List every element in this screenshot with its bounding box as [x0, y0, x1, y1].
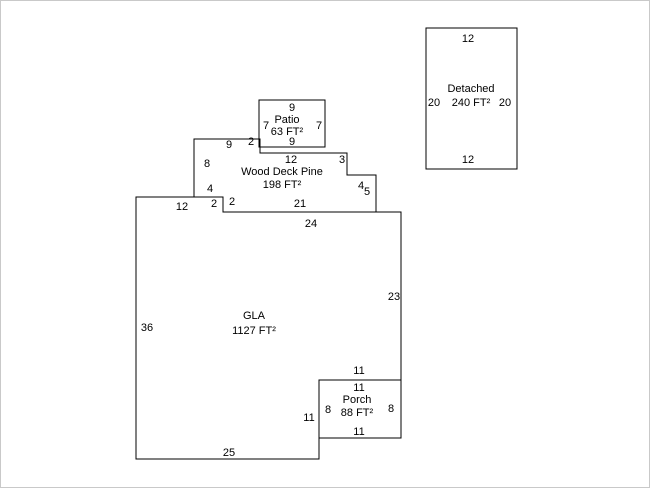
- gla-dimension-label: 11: [353, 365, 364, 377]
- patio-area-label: 63 FT²: [271, 126, 304, 138]
- wood-deck-dimension-label: 5: [364, 186, 370, 198]
- gla-area-label: 1127 FT²: [232, 325, 276, 337]
- gla-dimension-label: 25: [223, 447, 235, 459]
- wood-deck-dimension-label: 9: [226, 139, 232, 151]
- wood-deck-outline: [193, 138, 377, 213]
- gla-dimension-label: 23: [388, 291, 400, 303]
- gla-dimension-label: 24: [305, 218, 317, 230]
- porch-dimension-label: 8: [325, 404, 331, 416]
- detached-dimension-label: 12: [462, 33, 474, 45]
- porch-area-label: 88 FT²: [341, 407, 374, 419]
- wood-deck-dimension-label: 12: [285, 154, 297, 166]
- patio-dimension-label: 9: [289, 102, 295, 114]
- patio-dimension-label: 9: [289, 136, 295, 148]
- detached-dimension-label: 20: [428, 97, 440, 109]
- detached-dimension-label: 12: [462, 154, 474, 166]
- wood-deck-dimension-label: 2: [248, 136, 254, 148]
- detached-area-label: Detached: [447, 83, 494, 95]
- wood-deck-dimension-label: 8: [204, 158, 210, 170]
- gla-dimension-label: 2: [229, 196, 235, 208]
- patio-area-label: Patio: [274, 114, 299, 126]
- wood-deck-dimension-label: 21: [294, 198, 306, 210]
- porch-dimension-label: 8: [388, 403, 394, 415]
- wood-deck-dimension-label: 3: [339, 154, 345, 166]
- wood-deck-dimension-label: 4: [358, 180, 364, 192]
- detached-outline: [425, 27, 518, 170]
- gla-area-label: GLA: [243, 310, 266, 322]
- porch-outline: [318, 379, 402, 439]
- wood-deck-area-label: 198 FT²: [263, 179, 302, 191]
- patio-dimension-label: 7: [316, 120, 322, 132]
- porch-area-label: Porch: [343, 394, 372, 406]
- patio-dimension-label: 7: [263, 120, 269, 132]
- patio-outline: [258, 99, 326, 148]
- gla-dimension-label: 2: [211, 198, 217, 210]
- detached-area-label: 240 FT²: [452, 97, 491, 109]
- porch-dimension-label: 11: [353, 382, 364, 394]
- gla-dimension-label: 36: [141, 322, 153, 334]
- detached-dimension-label: 20: [499, 97, 511, 109]
- porch-dimension-label: 11: [353, 426, 364, 438]
- wood-deck-area-label: Wood Deck Pine: [241, 166, 323, 178]
- gla-dimension-label: 11: [303, 412, 314, 424]
- gla-dimension-label: 12: [176, 201, 188, 213]
- wood-deck-dimension-label: 4: [207, 183, 213, 195]
